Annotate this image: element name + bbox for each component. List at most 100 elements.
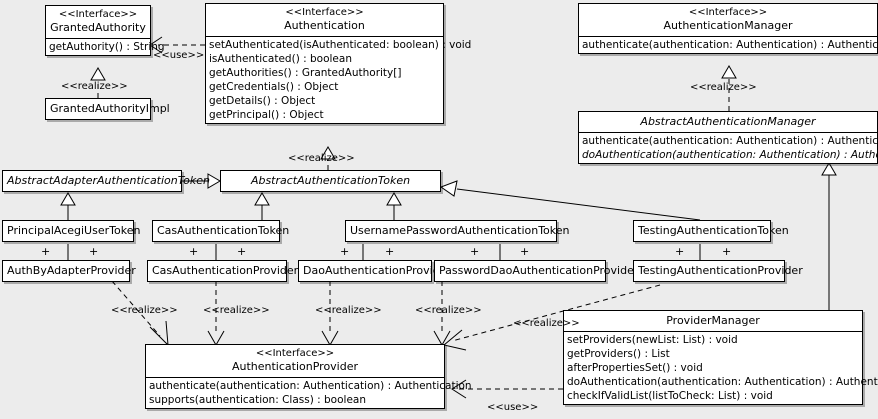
class-header: GrantedAuthorityImpl xyxy=(46,99,170,119)
edge-generalization-casauthenticationtoken xyxy=(254,192,270,220)
class-member: getAuthorities() : GrantedAuthority[] xyxy=(209,67,402,79)
class-name: AbstractAuthenticationToken xyxy=(250,174,411,187)
edge-label-realize-testingauthenticationprovider: <<realize>> xyxy=(513,318,580,329)
class-stereotype: <<Interface>> xyxy=(285,7,364,18)
class-member: setProviders(newList: List) : void xyxy=(567,334,738,346)
edge-generalization-usernamepasswordauthenticationtoken xyxy=(386,192,402,220)
association-mark-testing-left: + xyxy=(675,245,685,258)
class-member: afterPropertiesSet() : void xyxy=(567,362,703,374)
class-box-dao-authentication-provider[interactable]: DaoAuthenticationProvider xyxy=(298,260,451,282)
class-header: ProviderManager xyxy=(564,311,862,331)
class-box-abstract-authentication-token[interactable]: AbstractAuthenticationToken xyxy=(220,170,441,192)
edge-label-use-grantedauthority: <<use>> xyxy=(153,50,205,61)
class-box-authentication-provider[interactable]: <<Interface>> AuthenticationProvider aut… xyxy=(145,344,472,409)
class-members: getAuthority() : String xyxy=(46,38,165,55)
class-stereotype: <<Interface>> xyxy=(688,7,768,18)
class-name: ProviderManager xyxy=(666,314,760,327)
class-box-password-dao-authentication-provider[interactable]: PasswordDaoAuthenticationProvider xyxy=(434,260,639,282)
class-box-testing-authentication-token[interactable]: TestingAuthenticationToken xyxy=(633,220,789,242)
class-header: <<Interface>> GrantedAuthority xyxy=(46,6,150,38)
class-header: AbstractAuthenticationManager xyxy=(579,112,877,132)
class-name: AuthenticationManager xyxy=(663,19,793,32)
class-header: UsernamePasswordAuthenticationToken xyxy=(346,221,570,241)
class-header: TestingAuthenticationToken xyxy=(634,221,789,241)
class-header: PasswordDaoAuthenticationProvider xyxy=(435,261,639,281)
class-header: DaoAuthenticationProvider xyxy=(299,261,451,281)
class-box-cas-authentication-provider[interactable]: CasAuthenticationProvider xyxy=(147,260,299,282)
class-member: supports(authentication: Class) : boolea… xyxy=(149,394,366,406)
class-member: setAuthenticated(isAuthenticated: boolea… xyxy=(209,39,472,51)
class-box-cas-authentication-token[interactable]: CasAuthenticationToken xyxy=(152,220,290,242)
association-mark-principal-left: + xyxy=(41,245,51,258)
class-box-authentication[interactable]: <<Interface>> Authentication setAuthenti… xyxy=(205,3,472,124)
class-box-auth-by-adapter-provider[interactable]: AuthByAdapterProvider xyxy=(2,260,136,282)
class-members: authenticate(authentication: Authenticat… xyxy=(146,377,472,408)
class-header: TestingAuthenticationProvider xyxy=(634,261,803,281)
class-name: PrincipalAcegiUserToken xyxy=(7,224,141,237)
edge-label-realize-daoauthenticationprovider: <<realize>> xyxy=(315,305,382,316)
association-mark-upat-right: + xyxy=(385,245,395,258)
class-member: doAuthentication(authentication: Authent… xyxy=(567,376,878,388)
class-header: <<Interface>> AuthenticationManager xyxy=(579,4,877,36)
class-member: authenticate(authentication: Authenticat… xyxy=(582,135,878,147)
edge-label-realize-casauthenticationprovider: <<realize>> xyxy=(203,305,270,316)
class-header: AbstractAuthenticationToken xyxy=(221,171,440,191)
class-name: Authentication xyxy=(284,19,365,32)
class-member: authenticate(authentication: Authenticat… xyxy=(582,39,878,51)
class-box-granted-authority[interactable]: <<Interface>> GrantedAuthority getAuthor… xyxy=(45,5,165,56)
class-header: CasAuthenticationProvider xyxy=(148,261,299,281)
class-members: authenticate(authentication: Authenticat… xyxy=(579,36,878,53)
class-name: DaoAuthenticationProvider xyxy=(303,264,451,277)
class-header: PrincipalAcegiUserToken xyxy=(3,221,141,241)
edge-label-realize-grantedauthorityimpl: <<realize>> xyxy=(61,81,128,92)
class-name: AuthByAdapterProvider xyxy=(7,264,136,277)
class-box-username-password-authentication-token[interactable]: UsernamePasswordAuthenticationToken xyxy=(345,220,570,242)
class-box-granted-authority-impl[interactable]: GrantedAuthorityImpl xyxy=(45,98,170,120)
association-mark-upat-left: + xyxy=(340,245,350,258)
class-header: CasAuthenticationToken xyxy=(153,221,290,241)
class-stereotype: <<Interface>> xyxy=(58,9,138,20)
class-members: setAuthenticated(isAuthenticated: boolea… xyxy=(206,36,472,123)
class-stereotype: <<Interface>> xyxy=(255,348,335,359)
class-name: GrantedAuthority xyxy=(50,21,146,34)
class-members: setProviders(newList: List) : void getPr… xyxy=(564,331,878,404)
association-mark-upat-left2: + xyxy=(470,245,480,258)
edge-label-use-providermanager: <<use>> xyxy=(487,402,539,413)
edge-generalization-providermanager xyxy=(821,162,837,310)
class-member: authenticate(authentication: Authenticat… xyxy=(149,380,472,392)
association-mark-cas-right: + xyxy=(237,245,247,258)
class-name: GrantedAuthorityImpl xyxy=(50,102,170,115)
class-name: AbstractAuthenticationManager xyxy=(640,115,816,128)
class-box-principal-acegi-user-token[interactable]: PrincipalAcegiUserToken xyxy=(2,220,141,242)
class-box-testing-authentication-provider[interactable]: TestingAuthenticationProvider xyxy=(633,260,803,282)
class-name: TestingAuthenticationProvider xyxy=(638,264,803,277)
class-name: CasAuthenticationProvider xyxy=(152,264,299,277)
class-name: UsernamePasswordAuthenticationToken xyxy=(350,224,570,237)
class-box-provider-manager[interactable]: ProviderManager setProviders(newList: Li… xyxy=(563,310,878,405)
class-name: TestingAuthenticationToken xyxy=(638,224,789,237)
class-member: getDetails() : Object xyxy=(209,95,316,107)
class-member: getCredentials() : Object xyxy=(209,81,339,93)
edge-generalization-principalacegiusertoken xyxy=(60,192,76,220)
edge-generalization-testingauthenticationtoken xyxy=(439,180,701,221)
class-header: AuthByAdapterProvider xyxy=(3,261,136,281)
class-name: CasAuthenticationToken xyxy=(157,224,290,237)
class-name: PasswordDaoAuthenticationProvider xyxy=(439,264,639,277)
class-name: AbstractAdapterAuthenticationToken xyxy=(7,174,210,187)
class-members: authenticate(authentication: Authenticat… xyxy=(579,132,878,163)
class-member: isAuthenticated() : boolean xyxy=(209,53,352,65)
class-member: checkIfValidList(listToCheck: List) : vo… xyxy=(567,390,773,402)
class-header: <<Interface>> AuthenticationProvider xyxy=(146,345,444,377)
edge-label-realize-authbyadapterprovider: <<realize>> xyxy=(111,305,178,316)
class-member: doAuthentication(authentication: Authent… xyxy=(582,149,878,161)
class-name: AuthenticationProvider xyxy=(231,360,359,373)
class-box-authentication-manager[interactable]: <<Interface>> AuthenticationManager auth… xyxy=(578,3,878,54)
class-box-abstract-authentication-manager[interactable]: AbstractAuthenticationManager authentica… xyxy=(578,111,878,164)
class-box-abstract-adapter-authentication-token[interactable]: AbstractAdapterAuthenticationToken xyxy=(2,170,210,192)
edge-label-realize-abstractauthenticationmanager: <<realize>> xyxy=(690,82,757,93)
association-mark-upat-right2: + xyxy=(520,245,530,258)
association-mark-principal-right: + xyxy=(89,245,99,258)
class-member: getPrincipal() : Object xyxy=(209,109,324,121)
class-header: <<Interface>> Authentication xyxy=(206,4,443,36)
